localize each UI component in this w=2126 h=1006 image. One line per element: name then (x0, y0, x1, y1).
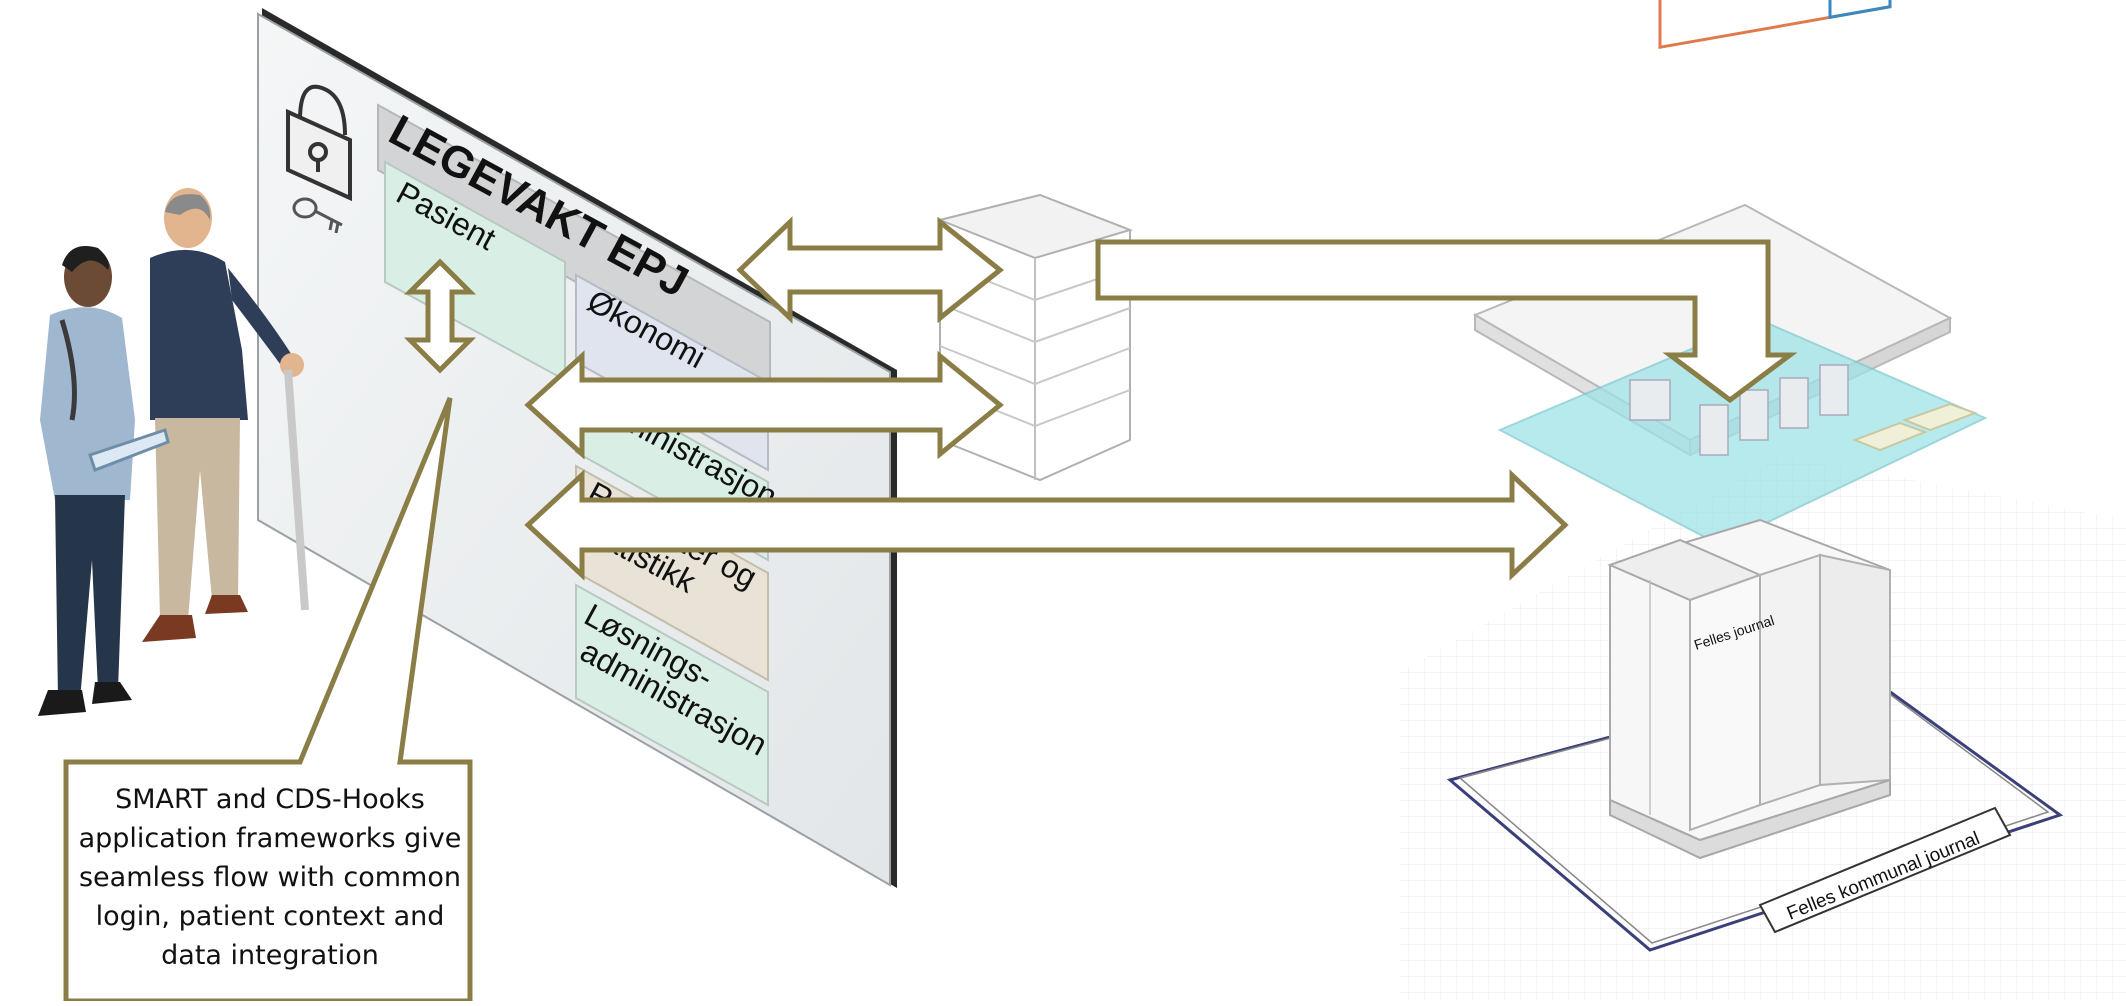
panel-solution-admin[interactable] (575, 583, 769, 807)
arrow-screen-to-middleware-1 (736, 216, 1005, 324)
callout-text: SMART and CDS-Hooks application framewor… (78, 784, 462, 971)
lock-icon (286, 84, 352, 202)
doctor-figure (38, 246, 170, 716)
arrow-screen-to-infrastructure (524, 469, 1569, 581)
orange-system-box (1658, 0, 1892, 50)
arrow-middleware-to-infrastructure (1095, 239, 1798, 404)
patient-flow-arrow (403, 258, 477, 374)
connector-arrows (524, 216, 1798, 581)
middleware-server-stack (936, 193, 1134, 482)
elderly-patient-figure (142, 188, 309, 642)
arrow-screen-to-middleware-2 (524, 350, 1004, 460)
server-cabinets (1607, 518, 1891, 860)
key-icon (292, 197, 343, 234)
